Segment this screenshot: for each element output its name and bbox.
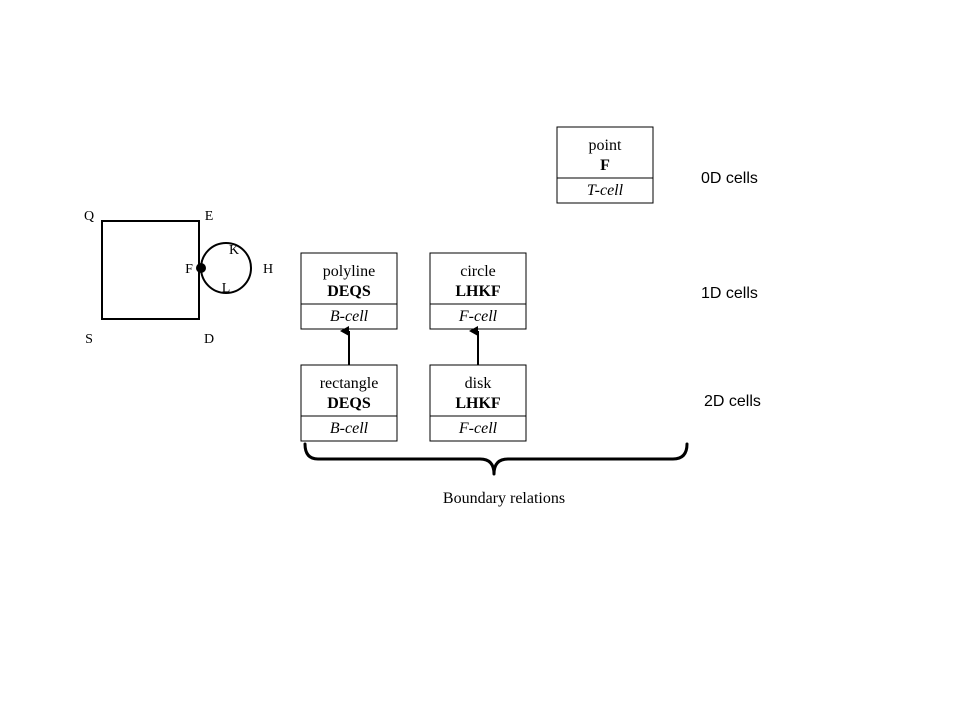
- box-name: disk: [465, 375, 492, 392]
- box-name: point: [589, 137, 622, 154]
- point-f-dot: [196, 263, 206, 273]
- box-name: rectangle: [320, 375, 379, 392]
- box-cell-type: B-cell: [330, 308, 369, 325]
- box-code: DEQS: [327, 283, 371, 300]
- box-name: circle: [460, 263, 496, 280]
- box-cell-type: F-cell: [458, 420, 498, 437]
- brace-label: Boundary relations: [443, 490, 565, 507]
- polyline-cell-box: polyline DEQS B-cell: [300, 252, 398, 330]
- box-cell-type: F-cell: [458, 308, 498, 325]
- rectangle-cell-box: rectangle DEQS B-cell: [300, 364, 398, 442]
- square-with-circle-figure: Q E S D F H K L: [84, 209, 273, 347]
- box-code: LHKF: [455, 283, 501, 300]
- box-cell-type: T-cell: [587, 182, 624, 199]
- label-d: D: [204, 332, 214, 347]
- disk-cell-box: disk LHKF F-cell: [429, 364, 527, 442]
- box-code: LHKF: [455, 395, 501, 412]
- label-h: H: [263, 262, 273, 277]
- level-label-0d: 0D cells: [701, 170, 758, 187]
- circle-cell-box: circle LHKF F-cell: [429, 252, 527, 330]
- label-q: Q: [84, 209, 94, 224]
- box-code: DEQS: [327, 395, 371, 412]
- label-s: S: [85, 332, 93, 347]
- point-cell-box: point F T-cell: [556, 126, 654, 204]
- label-f: F: [185, 262, 193, 277]
- label-k: K: [229, 243, 239, 258]
- label-e: E: [205, 209, 214, 224]
- label-l: L: [222, 281, 231, 296]
- level-label-2d: 2D cells: [704, 393, 761, 410]
- curly-brace: [303, 442, 689, 476]
- box-name: polyline: [323, 263, 375, 280]
- box-code: F: [600, 157, 610, 174]
- box-cell-type: B-cell: [330, 420, 369, 437]
- level-label-1d: 1D cells: [701, 285, 758, 302]
